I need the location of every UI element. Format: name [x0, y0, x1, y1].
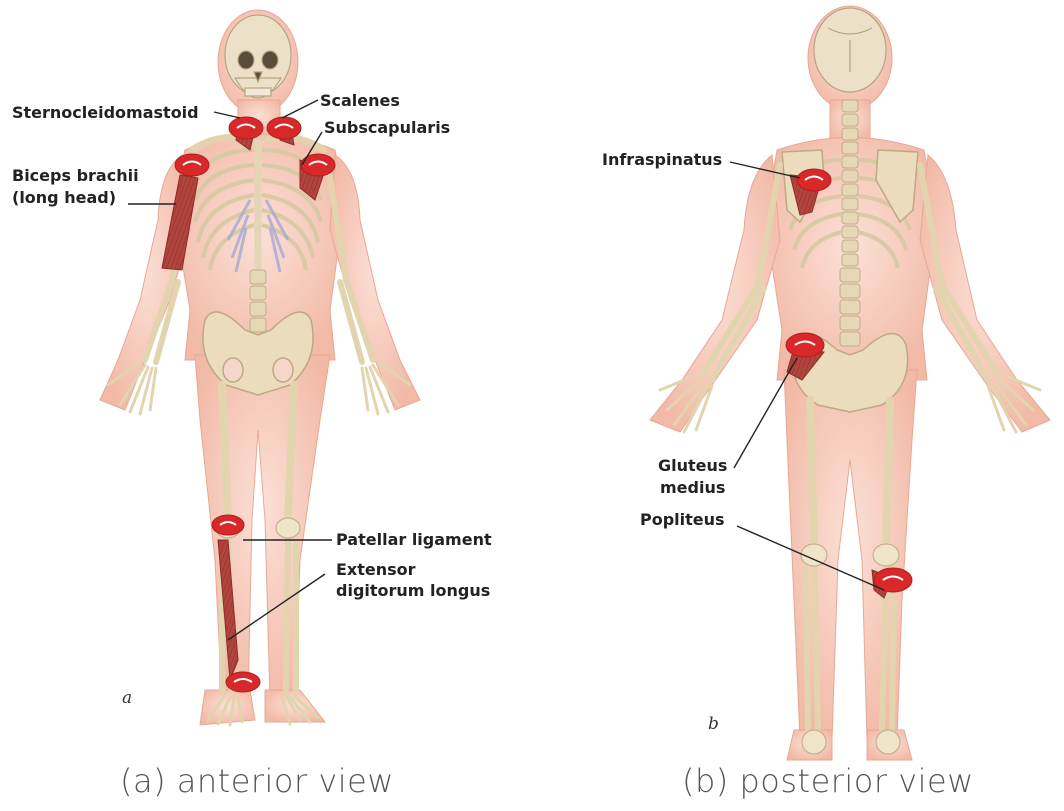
knees-posterior	[801, 544, 899, 566]
anterior-panel: Sternocleidomastoid Scalenes Subscapular…	[0, 0, 532, 811]
label-biceps-brachii: Biceps brachii	[12, 166, 139, 185]
heel-bones	[802, 730, 900, 754]
skull-posterior	[814, 8, 886, 92]
label-patellar-ligament: Patellar ligament	[336, 530, 492, 549]
panel-letter-a: a	[122, 688, 132, 708]
label-gluteus: Gluteus	[658, 456, 727, 475]
caption-posterior-view: (b) posterior view	[682, 762, 974, 800]
label-biceps-long-head: (long head)	[12, 188, 116, 207]
label-popliteus: Popliteus	[640, 510, 725, 529]
label-extensor: Extensor	[336, 560, 416, 579]
spine-posterior	[840, 100, 860, 346]
label-scalenes: Scalenes	[320, 91, 400, 110]
label-infraspinatus: Infraspinatus	[602, 150, 722, 169]
label-medius: medius	[660, 478, 725, 497]
label-sternocleidomastoid: Sternocleidomastoid	[12, 103, 199, 122]
panel-letter-b: b	[708, 714, 719, 734]
label-subscapularis: Subscapularis	[324, 118, 450, 137]
posterior-panel: Infraspinatus Gluteus medius Popliteus b…	[532, 0, 1064, 811]
posterior-skeleton-figure	[532, 0, 1064, 811]
label-digitorum-longus: digitorum longus	[336, 581, 490, 600]
caption-anterior-view: (a) anterior view	[120, 762, 394, 800]
